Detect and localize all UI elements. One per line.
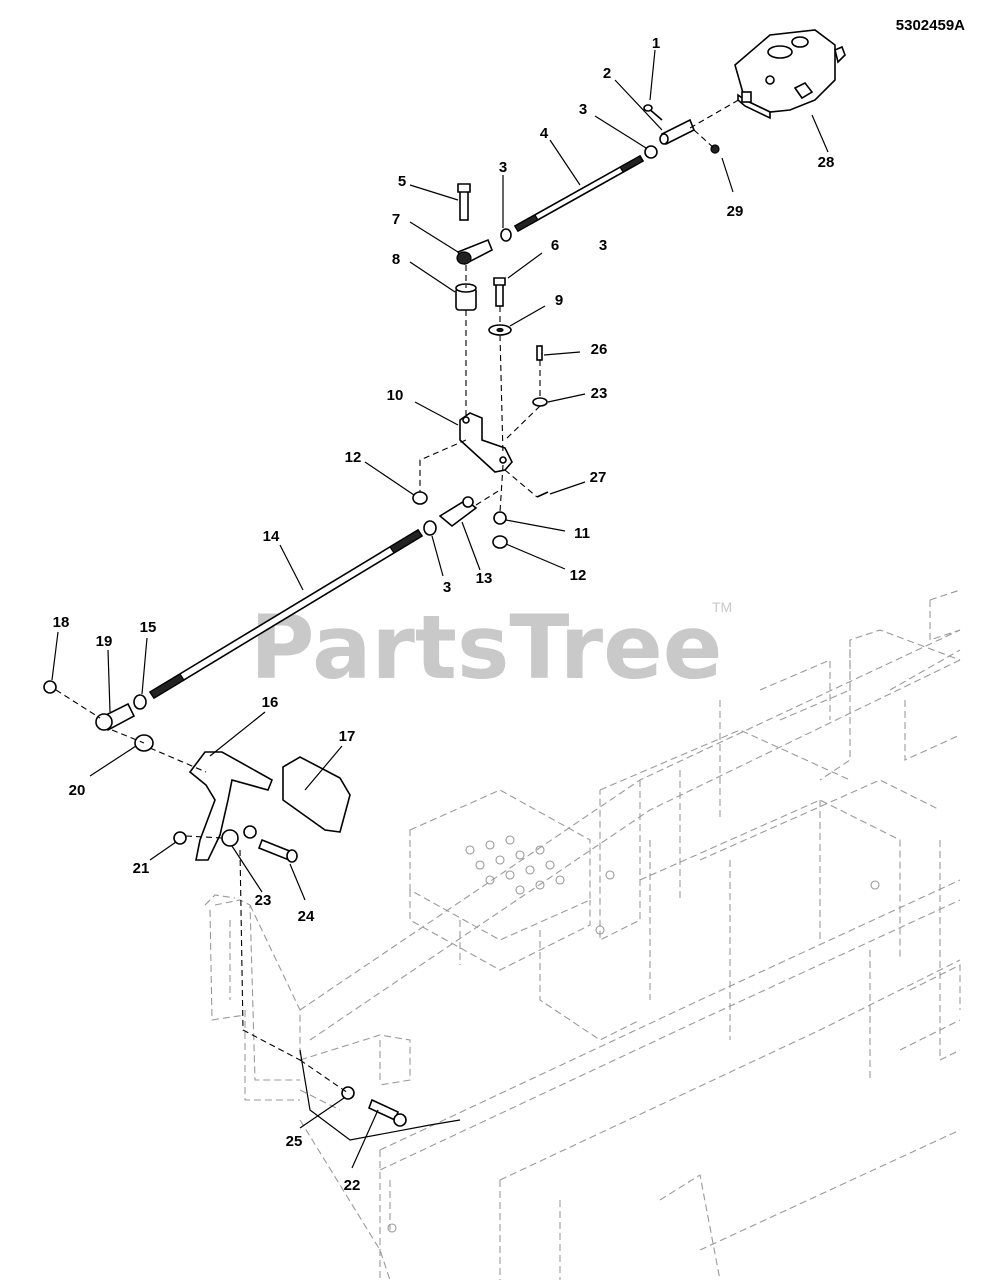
jam-nut — [423, 520, 437, 536]
callout-label: 3 — [499, 159, 507, 176]
callout-label: 20 — [69, 782, 86, 799]
leader-lines — [51, 49, 829, 1169]
watermark: PartsTree — [250, 596, 722, 699]
callout-label: 14 — [263, 528, 280, 545]
pump-assembly — [734, 29, 846, 120]
callout-label: 4 — [540, 125, 549, 142]
bracket-hole — [499, 456, 507, 464]
callout-labels: 1 2 3 3 4 28 29 5 3 7 6 8 9 26 23 10 12 … — [53, 35, 835, 1194]
callout-label: 1 — [652, 35, 660, 52]
document-number: 5302459A — [896, 17, 965, 34]
rod-thread-end-b — [619, 155, 644, 173]
jam-nut — [133, 694, 147, 710]
callout-label: 10 — [387, 387, 404, 404]
callout-label: 23 — [591, 385, 608, 402]
callout-label: 12 — [345, 449, 362, 466]
callout-label: 21 — [133, 860, 150, 877]
bushing — [221, 829, 239, 847]
callout-label: 15 — [140, 619, 157, 636]
hex-bolt-head — [286, 849, 298, 863]
bracket-hole — [462, 416, 470, 424]
flange-nut — [412, 491, 428, 505]
callout-label: 12 — [570, 567, 587, 584]
watermark-trademark: TM — [712, 599, 732, 615]
hex-bolt — [495, 283, 504, 307]
jam-nut — [644, 145, 658, 159]
washer — [532, 397, 548, 407]
callout-label: 7 — [392, 211, 400, 228]
callout-label: 9 — [555, 292, 563, 309]
bellcrank-bracket — [459, 412, 513, 473]
callout-label: 26 — [591, 341, 608, 358]
callout-label: 25 — [286, 1133, 303, 1150]
callout-label: 3 — [599, 237, 607, 254]
clevis-eye — [462, 496, 474, 508]
callout-label: 11 — [574, 525, 590, 542]
rod-end-eye — [95, 713, 113, 731]
callout-label: 5 — [398, 173, 406, 190]
callout-label: 19 — [96, 633, 113, 650]
clevis-pin — [536, 345, 543, 361]
callout-label: 3 — [579, 101, 587, 118]
long-rod-thread-end-a — [149, 673, 185, 699]
pedal-pad — [282, 756, 351, 833]
callout-label: 3 — [443, 579, 451, 596]
washer — [243, 825, 257, 839]
callout-label: 16 — [262, 694, 279, 711]
callout-label: 17 — [339, 728, 356, 745]
platform-holes — [387, 835, 880, 1233]
callout-label: 29 — [727, 203, 744, 220]
callout-label: 8 — [392, 251, 400, 268]
tractor-frame — [204, 589, 961, 1280]
cotter-pin — [536, 491, 549, 498]
flange-nut — [492, 535, 508, 549]
washer — [341, 1086, 355, 1100]
hex-bolt-head — [457, 183, 471, 193]
hex-bolt — [367, 1098, 400, 1122]
bushing — [493, 511, 507, 525]
spacer-end — [659, 133, 669, 145]
hex-bolt — [459, 189, 469, 221]
long-rod-thread-end-b — [389, 529, 423, 554]
lock-nut — [173, 831, 187, 845]
lock-nut — [43, 680, 57, 694]
washer-hole — [496, 327, 504, 333]
callout-label: 27 — [590, 469, 607, 486]
callout-label: 18 — [53, 614, 70, 631]
jam-nut — [500, 228, 512, 242]
callout-label: 22 — [344, 1177, 361, 1194]
callout-label: 2 — [603, 65, 611, 82]
callout-label: 13 — [476, 570, 493, 587]
callout-label: 28 — [818, 154, 835, 171]
pedal-arm — [188, 751, 274, 861]
hex-bolt-head — [493, 277, 506, 286]
callout-label: 24 — [298, 908, 315, 925]
rod-end-eye — [456, 251, 472, 265]
callout-label: 23 — [255, 892, 272, 909]
assembly-lines — [55, 97, 743, 1094]
callout-label: 6 — [551, 237, 559, 254]
rod-thread-end-a — [514, 214, 539, 232]
bolt-head — [643, 104, 653, 112]
hex-bolt-head — [393, 1113, 407, 1127]
